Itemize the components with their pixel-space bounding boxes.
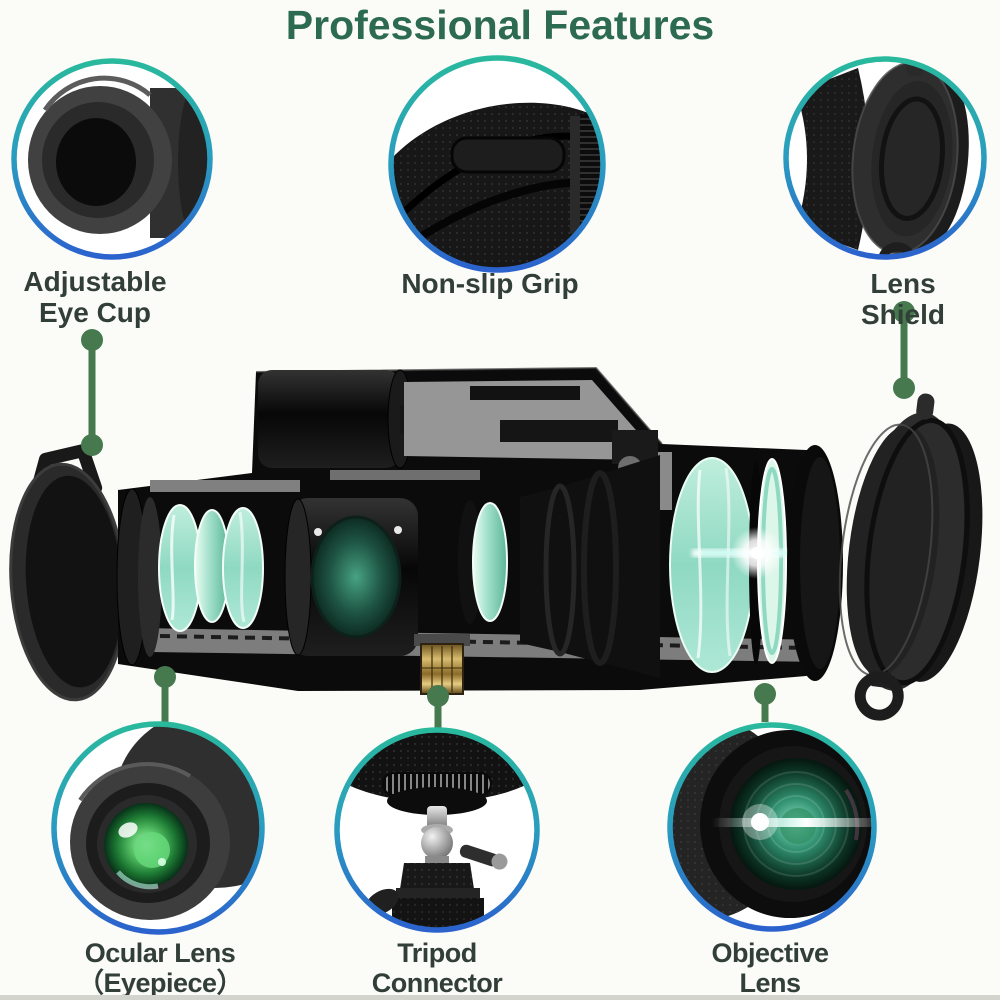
- connector-eye-cup: [81, 329, 103, 456]
- connector-lens-shield: [893, 301, 915, 399]
- monocular-cutaway-photo: [9, 366, 983, 721]
- image-bottom-edge: [0, 995, 1000, 1000]
- callout-non-slip-grip: [388, 55, 606, 273]
- connector-objective-lens: [754, 683, 776, 722]
- callout-ocular-lens: [51, 721, 265, 935]
- connector-tripod: [427, 685, 449, 728]
- grip-photo: [391, 102, 603, 270]
- feature-label-ocular-lens: Ocular Lens （Eyepiece）: [76, 938, 244, 999]
- feature-label-objective-lens: Objective Lens: [711, 938, 829, 999]
- feature-label-tripod-connector: Tripod Connector: [371, 938, 503, 999]
- connector-lines: [81, 301, 915, 728]
- tripod-connector-photo: [337, 730, 537, 930]
- objective-lens-elements: [669, 457, 838, 673]
- connector-ocular-lens: [154, 666, 176, 722]
- callout-objective-lens: [667, 722, 877, 932]
- page-title: Professional Features: [285, 2, 715, 48]
- callout-tripod-connector: [334, 727, 540, 933]
- ocular-lens-photo: [70, 724, 262, 920]
- eyepiece-cap-photo: [9, 444, 128, 702]
- callout-adjustable-eye-cup: [11, 58, 213, 260]
- lens-cap-photo: [838, 393, 983, 721]
- feature-label-adjustable-eye-cup: Adjustable Eye Cup: [23, 266, 167, 329]
- feature-label-non-slip-grip: Non-slip Grip: [401, 268, 579, 299]
- objective-lens-photo: [670, 725, 874, 920]
- feature-label-lens-shield: Lens Shield: [860, 268, 945, 331]
- callout-lens-shield: [783, 56, 987, 260]
- lens-shield-photo: [796, 59, 969, 257]
- eyepiece-lens-elements: [158, 504, 264, 632]
- tripod-screw: [414, 634, 470, 695]
